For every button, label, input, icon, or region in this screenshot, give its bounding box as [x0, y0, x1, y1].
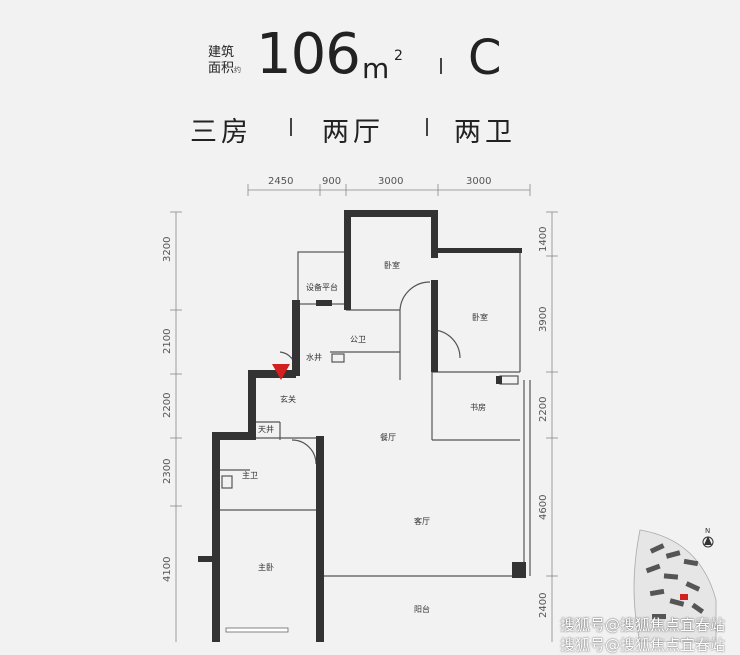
dim-top-3: 3000 — [378, 176, 403, 187]
dim-right-3: 2200 — [538, 397, 549, 422]
site-key-plan — [633, 529, 717, 642]
dim-right-4: 4600 — [538, 495, 549, 520]
dim-top-4: 3000 — [466, 176, 491, 187]
rooms-divider-2 — [426, 118, 428, 136]
entrance-marker — [272, 364, 290, 380]
north-label: N — [705, 527, 710, 535]
label-master-bedroom: 主卧 — [258, 562, 274, 572]
room-count-halls: 两厅 — [322, 117, 384, 148]
dim-top-1: 2450 — [268, 176, 293, 187]
equipment-platform-outline — [297, 251, 347, 305]
area-tag-line1: 建筑 — [208, 45, 235, 60]
area-tag-line2: 面积约 — [208, 61, 252, 78]
label-living: 客厅 — [414, 516, 430, 526]
unit-type-code: C — [468, 30, 502, 86]
dimension-lines — [170, 184, 558, 642]
watermark-line-2: 搜狐号@搜狐焦点宜春站 — [560, 636, 726, 654]
north-arrow: N — [702, 527, 714, 548]
dim-left-1: 3200 — [162, 237, 173, 262]
header-divider — [440, 58, 442, 74]
dim-left-2: 2100 — [162, 329, 173, 354]
dim-right-5: 2400 — [538, 593, 549, 618]
area-tag: 建筑 面积约 — [208, 45, 252, 79]
room-count-baths: 两卫 — [454, 117, 516, 148]
room-count-bedrooms: 三房 — [190, 117, 252, 148]
area-unit: m — [362, 52, 390, 85]
area-tag-line2-text: 面积 — [208, 61, 235, 76]
dim-left-4: 2300 — [162, 459, 173, 484]
label-equipment-platform: 设备平台 — [306, 282, 338, 292]
watermark-line-1: 搜狐号@搜狐焦点宜春站 — [560, 616, 726, 634]
label-entry: 玄关 — [280, 394, 296, 404]
label-study: 书房 — [470, 402, 486, 412]
label-public-bath: 公卫 — [350, 335, 366, 344]
rooms-divider-1 — [290, 118, 292, 136]
area-unit-superscript: 2 — [394, 48, 403, 64]
dim-top-2: 900 — [322, 176, 341, 187]
dim-right-1: 1400 — [538, 227, 549, 252]
label-water-well: 水井 — [306, 352, 322, 362]
plan-walls — [198, 210, 526, 642]
label-balcony: 阳台 — [414, 604, 430, 614]
label-bedroom-top: 卧室 — [384, 260, 400, 270]
label-bedroom-right: 卧室 — [472, 312, 488, 322]
dim-right-2: 3900 — [538, 307, 549, 332]
dim-left-5: 4100 — [162, 557, 173, 582]
label-sky-well: 天井 — [258, 424, 274, 434]
label-master-bath: 主卫 — [242, 470, 258, 480]
label-dining: 餐厅 — [380, 433, 396, 442]
area-number: 106 — [256, 22, 361, 87]
area-tag-approx: 约 — [234, 66, 242, 74]
dim-left-3: 2200 — [162, 393, 173, 418]
plan-outlines — [212, 251, 531, 577]
